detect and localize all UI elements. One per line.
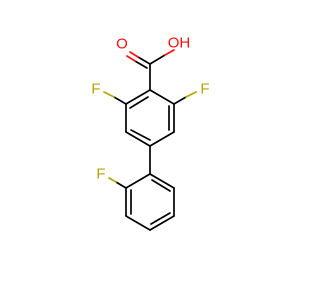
ring2-bond-c4-c5 [149, 215, 175, 231]
ring-double-bond-c3-c4 [130, 129, 151, 141]
upper-fluorines [103, 91, 197, 105]
ring2-double-bond-c4-c5 [150, 212, 171, 225]
bond-cooh-oh-half [149, 54, 166, 65]
atom-label-hydroxyl: OH [168, 35, 191, 52]
bond-cooh-oh [164, 49, 175, 56]
bond-cooh-o-half-a [137, 56, 151, 65]
ring-bond-c1-c2 [125, 89, 151, 105]
atom-label-fluorine-2: F [200, 81, 209, 98]
carboxylic-acid-group [126, 49, 175, 91]
bond-c2-f-half [113, 96, 127, 105]
atom-label-carbonyl-o: O [116, 36, 128, 53]
bond-ring2-f [108, 177, 117, 183]
bond-c6-f [185, 91, 197, 98]
bond-c6-f-half [173, 96, 187, 105]
bond-cooh-o-b [126, 55, 136, 62]
ring2-double-bond-c1-c6 [151, 179, 171, 192]
atom-label-fluorine-1: F [91, 81, 100, 98]
bond-cooh-o-a [129, 51, 139, 58]
bond-c2-f [103, 91, 115, 98]
chemical-structure: O OH F F F [91, 35, 210, 231]
ring-bond-c3-c4 [125, 131, 151, 147]
lower-fluorine [108, 177, 127, 189]
ring-bond-c4-c5 [149, 131, 175, 147]
ring2-bond-c6-c1 [149, 173, 175, 189]
bond-ring2-f-half [115, 181, 127, 189]
ring-double-bond-c1-c2 [129, 96, 149, 109]
ring-bond-c6-c1 [149, 89, 175, 105]
bond-cooh-o-half-b [134, 60, 148, 69]
fluorophenyl-ring [125, 173, 175, 231]
fluorobenzoic-ring [125, 89, 175, 147]
atom-label-fluorine-3: F [96, 166, 105, 183]
ring2-bond-c3-c4 [125, 215, 151, 231]
ring2-bond-c1-c2 [125, 173, 151, 189]
